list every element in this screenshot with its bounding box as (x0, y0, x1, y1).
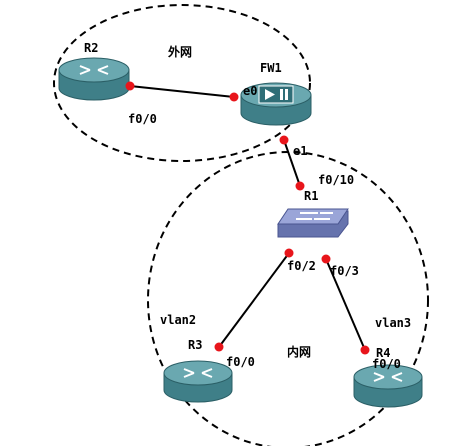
port-dot-r2-f00 (125, 81, 135, 91)
device-label-r2: R2 (84, 41, 98, 55)
interface-label-fw1-e1: e1 (293, 144, 307, 158)
router-r3-icon[interactable] (163, 360, 233, 403)
link-r1-r4 (325, 258, 366, 351)
interface-label-r3-f00: f0/0 (226, 355, 255, 369)
port-dot-fw1-e1 (279, 135, 289, 145)
router-r4-icon[interactable] (353, 364, 423, 408)
inner-zone-label: 内网 (287, 344, 311, 359)
vlan-label-vlan3: vlan3 (375, 316, 411, 330)
outer-zone-label: 外网 (168, 44, 192, 59)
device-label-fw1: FW1 (260, 61, 282, 75)
device-label-r3: R3 (188, 338, 202, 352)
interface-label-r4-f00: f0/0 (372, 357, 401, 371)
firewall-fw1-icon[interactable] (240, 82, 312, 126)
port-dot-r1-f03 (321, 254, 331, 264)
link-fw1-r1 (283, 139, 301, 187)
vlan-label-vlan2: vlan2 (160, 313, 196, 327)
interface-label-fw1-e0: e0 (243, 84, 257, 98)
port-dot-r1-f02 (284, 248, 294, 258)
port-dot-r3-f00 (214, 342, 224, 352)
port-dot-fw1-e0 (229, 92, 239, 102)
device-label-r1: R1 (304, 189, 318, 203)
link-r2-fw1 (129, 85, 235, 98)
interface-label-r2-f00: f0/0 (128, 112, 157, 126)
interface-label-r1-f010: f0/10 (318, 173, 354, 187)
device-label-r4: R4 (376, 346, 390, 360)
interface-label-r1-f02: f0/2 (287, 259, 316, 273)
switch-r1-icon[interactable] (277, 208, 349, 238)
interface-label-r1-f03: f0/3 (330, 264, 359, 278)
outer-network-zone (53, 4, 311, 162)
port-dot-r4-f00 (360, 345, 370, 355)
port-dot-r1-f010 (295, 181, 305, 191)
link-r1-r3 (218, 252, 290, 348)
router-r2-icon[interactable] (58, 57, 130, 101)
